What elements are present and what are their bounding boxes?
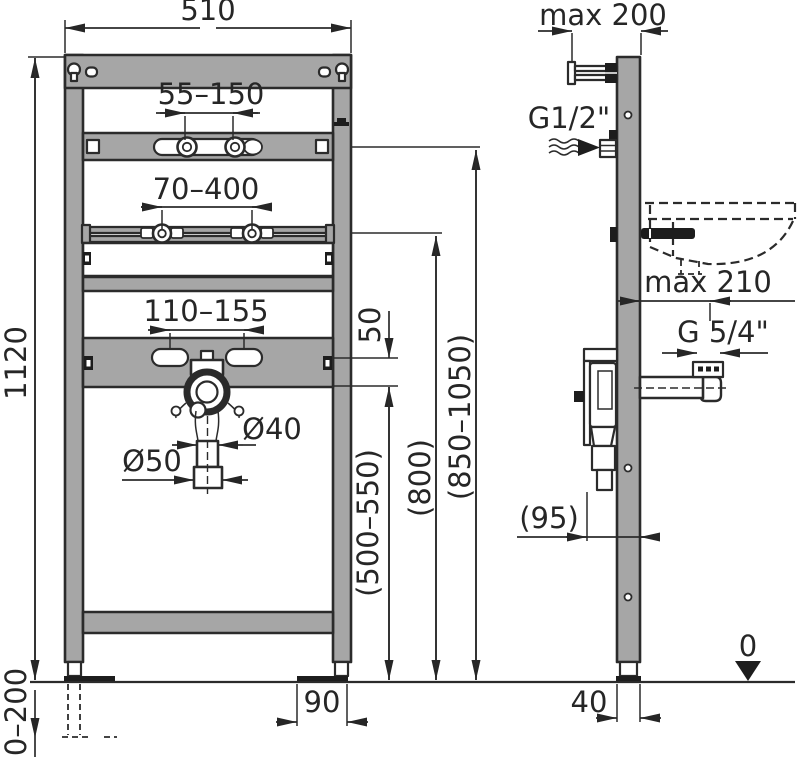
trap-offset-label: (95): [519, 501, 579, 535]
dim-frame-height: 1120: [0, 56, 64, 680]
floor-zero-marker: 0: [735, 629, 761, 681]
leg-extension-label: 0–200: [0, 668, 33, 756]
drain-assembly-front: [170, 349, 245, 494]
washbasin-dashed-outline: [645, 201, 797, 275]
dim-pipe-diameter: Ø40: [172, 412, 302, 450]
left-post: [63, 53, 85, 664]
waste-outlet-side: [634, 360, 730, 403]
dim-basin-depth: max 210: [618, 265, 795, 321]
basin-fixing-label: 110–155: [143, 294, 268, 328]
dim-rail-height: (800): [403, 236, 441, 680]
rail-height-label: (800): [403, 439, 437, 517]
wall-bracket-label: max 200: [539, 0, 667, 32]
water-flow-icon: [548, 138, 600, 156]
dim-top-rail-height: (850–1050): [443, 150, 481, 680]
dim-wall-bracket: max 200: [538, 0, 668, 61]
drain-height-label: (500–550): [351, 449, 385, 597]
pipe-diameter-label: Ø40: [242, 412, 302, 446]
right-foot-plate: [297, 676, 348, 683]
dim-drain-height: (500–550): [351, 387, 394, 680]
dim-socket-diameter: Ø50: [122, 444, 248, 485]
right-keyhole-slot: [337, 71, 347, 83]
faucet-fixing-label: 55–150: [158, 77, 265, 111]
dim-trap-offset: (95): [517, 492, 660, 542]
dim-basin-fixing: 110–155: [143, 294, 269, 350]
right-foot-tube: [333, 660, 350, 678]
wall-anchor: [566, 60, 619, 86]
dim-overall-width: 510: [64, 0, 352, 53]
upper-plate-tabs: [83, 252, 333, 265]
foot-plate-label: 90: [304, 685, 341, 719]
dim-mounting-rail-range: 70–400: [141, 172, 272, 229]
faucet-rail: [81, 131, 335, 162]
water-inlet: [548, 130, 618, 159]
side-post: [615, 55, 642, 664]
floor-zero-label: 0: [739, 629, 757, 663]
front-view: [62, 53, 353, 738]
right-ear-slot: [317, 66, 332, 78]
dim-faucet-fixing: 55–150: [156, 77, 264, 140]
foot-extension-dashed: [62, 684, 117, 738]
top-rail-height-label: (850–1050): [443, 334, 477, 500]
overall-width-label: 510: [180, 0, 235, 27]
left-ear-slot: [84, 66, 99, 78]
hole-offset-label: 50: [353, 307, 387, 344]
right-post-cap: [334, 118, 349, 126]
middle-bar: [81, 275, 335, 293]
profile-depth-label: 40: [571, 685, 608, 719]
fixing-hole-left: [150, 347, 190, 368]
level-extension-lines: [334, 146, 480, 387]
mounting-rail-range-label: 70–400: [153, 172, 260, 206]
side-foot-plate: [616, 676, 641, 683]
socket-diameter-label: Ø50: [122, 444, 182, 478]
dim-profile-depth: 40: [571, 684, 661, 723]
side-foot-tube: [618, 660, 639, 678]
dim-waste-thread: G 5/4": [662, 315, 769, 358]
mounting-stud: [610, 227, 695, 242]
inlet-fitting: [598, 138, 618, 159]
left-foot-tube: [66, 660, 83, 678]
upper-plate: [81, 241, 335, 278]
dim-hole-offset: 50: [353, 307, 394, 358]
fixing-hole-right: [224, 347, 264, 368]
dim-foot-plate: 90: [276, 684, 368, 727]
left-foot-plate: [64, 676, 115, 683]
drain-trap-side: [574, 347, 619, 492]
waste-thread-label: G 5/4": [677, 315, 769, 349]
dim-leg-extension: 0–200: [0, 668, 40, 757]
frame-height-label: 1120: [0, 326, 33, 400]
left-keyhole-slot: [69, 71, 79, 83]
inlet-thread-label: G1/2": [528, 101, 610, 135]
clamp-rail: [80, 223, 336, 245]
top-crossbar: [63, 53, 353, 90]
side-view: [548, 55, 797, 683]
bottom-rail: [81, 610, 335, 635]
basin-depth-label: max 210: [644, 265, 772, 299]
